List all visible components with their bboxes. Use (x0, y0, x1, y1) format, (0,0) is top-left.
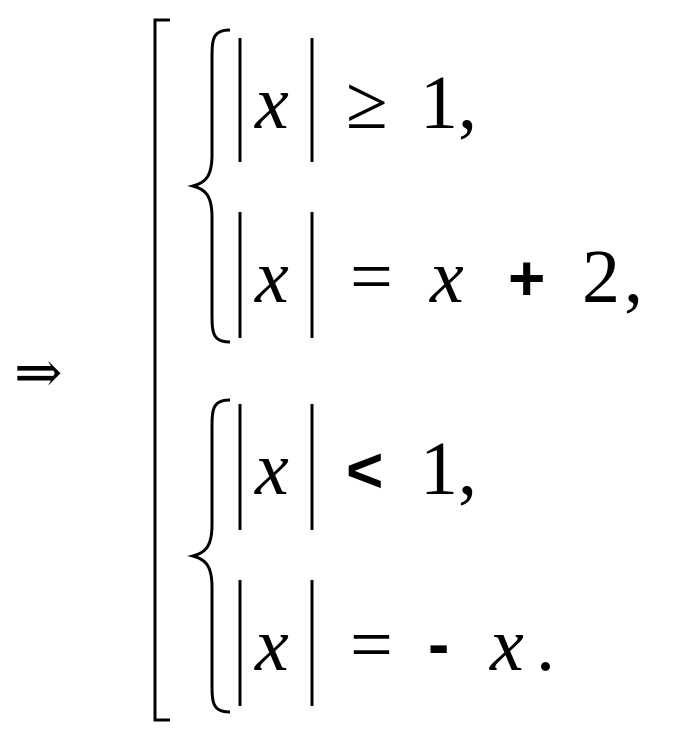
system-2-row-1: x < 1 , (238, 404, 477, 530)
row-punctuation: , (624, 235, 643, 319)
rhs-term: + (508, 242, 545, 314)
variable-x: x (254, 427, 289, 511)
row-punctuation: , (458, 61, 477, 145)
variable-x: x (254, 61, 289, 145)
rhs-term: - (428, 608, 449, 680)
rhs-term: 2 (582, 235, 620, 319)
union-bracket (153, 18, 170, 722)
system-1-row-1: x ≥ 1 , (238, 38, 477, 162)
relation-symbol: ≥ (346, 61, 388, 145)
relation-symbol: = (350, 603, 393, 687)
variable-x: x (254, 603, 289, 687)
row-punctuation: , (458, 427, 477, 511)
implies-symbol: ⇒ (14, 340, 63, 405)
variable-x: x (254, 235, 289, 319)
system-1-row-2: x = x + 2 , (238, 212, 643, 338)
relation-symbol: = (350, 235, 393, 319)
relation-symbol: < (346, 434, 383, 506)
rhs-term: 1 (420, 427, 458, 511)
system-2-row-2: x = - x . (238, 580, 555, 706)
row-punctuation: . (536, 603, 555, 687)
rhs-term: x (429, 235, 464, 319)
system-2-brace (187, 398, 231, 714)
rhs-term: 1 (420, 61, 458, 145)
rhs-term: x (489, 603, 524, 687)
system-1-brace (187, 28, 231, 344)
